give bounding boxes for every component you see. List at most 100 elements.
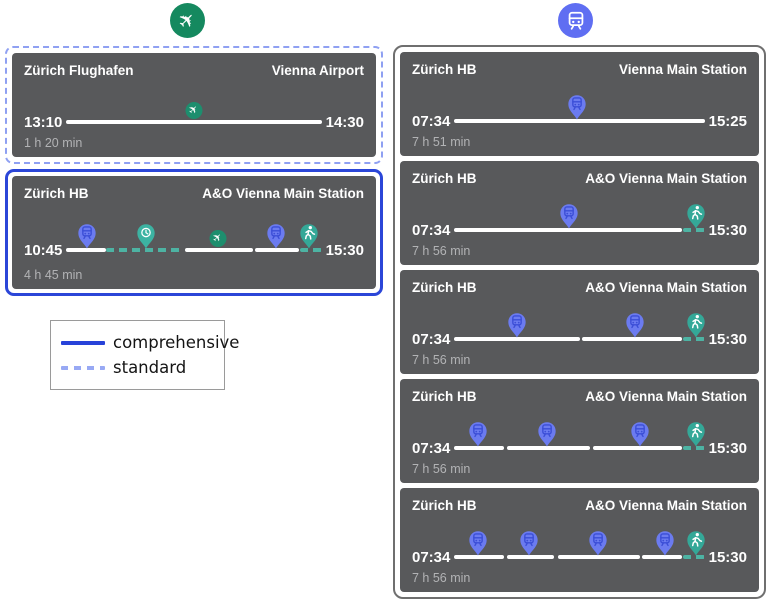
stations-row: Zürich HB A&O Vienna Main Station — [24, 186, 364, 201]
legend-label: standard — [113, 358, 187, 377]
departure-time: 07:34 — [412, 113, 451, 131]
arrival-time: 15:30 — [708, 549, 747, 567]
timeline-row: 13:10 ✈ 14:30 — [24, 90, 364, 130]
destination-station: A&O Vienna Main Station — [585, 280, 747, 295]
timeline-segment-solid — [582, 337, 683, 342]
train-pin-icon — [506, 312, 527, 338]
timeline-track: ✈ — [66, 90, 322, 125]
train-route-card[interactable]: Zürich HB A&O Vienna Main Station 07:34 … — [400, 488, 759, 592]
timeline-segment-solid — [66, 120, 322, 125]
timeline-row: 07:34 15:30 — [412, 307, 747, 347]
arrival-time: 15:30 — [325, 241, 364, 259]
flight-route-card-standard[interactable]: Zürich Flughafen Vienna Airport 13:10 ✈ … — [5, 46, 383, 164]
train-pin-icon — [519, 530, 540, 556]
train-pin-icon — [654, 530, 675, 556]
legend-solid-line-swatch — [61, 340, 105, 345]
train-pin-icon — [76, 223, 97, 249]
origin-station: Zürich HB — [412, 389, 477, 404]
stations-row: Zürich HB A&O Vienna Main Station — [412, 498, 747, 513]
plane-badge-icon: ✈ — [185, 102, 203, 120]
legend: comprehensive standard — [50, 320, 239, 390]
train-pin-icon — [624, 312, 645, 338]
train-pin-icon — [566, 94, 587, 120]
timeline-track — [454, 307, 706, 342]
departure-time: 07:34 — [412, 331, 451, 349]
timeline-track — [454, 198, 706, 233]
timeline-segment-dashed — [683, 337, 705, 342]
plane-icon: ✈ — [170, 3, 205, 38]
train-pin-icon — [536, 421, 557, 447]
stations-row: Zürich HB A&O Vienna Main Station — [412, 280, 747, 295]
train-pin-icon — [468, 530, 489, 556]
train-route-card[interactable]: Zürich HB A&O Vienna Main Station 07:34 … — [400, 270, 759, 374]
timeline-segment-solid — [593, 446, 683, 451]
timeline-segment-solid — [66, 247, 106, 252]
train-route-card[interactable]: Zürich HB A&O Vienna Main Station 07:34 … — [400, 161, 759, 265]
departure-time: 10:45 — [24, 241, 63, 259]
clock-pin-icon — [135, 223, 156, 249]
stations-row: Zürich HB Vienna Main Station — [412, 62, 747, 77]
arrival-time: 14:30 — [325, 114, 364, 132]
walk-pin-icon — [298, 223, 319, 249]
duration-label: 7 h 51 min — [412, 134, 471, 149]
flight-route-card-comprehensive[interactable]: Zürich HB A&O Vienna Main Station 10:45 … — [5, 169, 383, 296]
destination-station: A&O Vienna Main Station — [585, 389, 747, 404]
walk-pin-icon — [685, 312, 706, 338]
plane-badge-icon: ✈ — [209, 229, 227, 247]
timeline-segment-solid — [454, 337, 580, 342]
stations-row: Zürich HB A&O Vienna Main Station — [412, 171, 747, 186]
timeline-segment-solid — [506, 446, 590, 451]
timeline-segment-dashed — [299, 247, 322, 252]
train-pin-icon — [265, 223, 286, 249]
duration-label: 4 h 45 min — [24, 267, 83, 282]
train-pin-icon — [559, 203, 580, 229]
timeline-segment-solid — [454, 555, 504, 560]
duration-label: 7 h 56 min — [412, 243, 471, 258]
train-pin-icon — [629, 421, 650, 447]
arrival-time: 15:25 — [708, 113, 747, 131]
train-route-card[interactable]: Zürich HB Vienna Main Station 07:34 15:2… — [400, 52, 759, 156]
train-pin-icon — [468, 421, 489, 447]
duration-label: 7 h 56 min — [412, 352, 471, 367]
timeline-row: 07:34 15:30 — [412, 198, 747, 238]
departure-time: 13:10 — [24, 114, 63, 132]
origin-station: Zürich Flughafen — [24, 63, 134, 78]
timeline-segment-solid — [454, 228, 683, 233]
walk-pin-icon — [685, 530, 706, 556]
origin-station: Zürich HB — [412, 171, 477, 186]
stations-row: Zürich Flughafen Vienna Airport — [24, 63, 364, 78]
destination-station: A&O Vienna Main Station — [585, 171, 747, 186]
timeline-segment-solid — [558, 555, 640, 560]
departure-time: 07:34 — [412, 549, 451, 567]
walk-pin-icon — [685, 203, 706, 229]
timeline-segment-dashed — [105, 247, 183, 252]
timeline-row: 10:45 ✈ 15:30 — [24, 218, 364, 258]
legend-dashed-line-swatch — [61, 365, 105, 370]
duration-label: 7 h 56 min — [412, 570, 471, 585]
destination-station: Vienna Main Station — [618, 62, 747, 77]
timeline-segment-solid — [454, 446, 504, 451]
timeline-row: 07:34 15:30 — [412, 525, 747, 565]
train-route-card[interactable]: Zürich HB A&O Vienna Main Station 07:34 … — [400, 379, 759, 483]
walk-pin-icon — [685, 421, 706, 447]
timeline-segment-dashed — [683, 446, 705, 451]
timeline-track — [454, 89, 705, 124]
arrival-time: 15:30 — [708, 222, 747, 240]
duration-label: 1 h 20 min — [24, 135, 83, 150]
legend-item-comprehensive: comprehensive — [61, 333, 239, 352]
arrival-time: 15:30 — [708, 440, 747, 458]
timeline-segment-solid — [506, 555, 555, 560]
timeline-segment-dashed — [683, 228, 705, 233]
timeline-track — [454, 416, 706, 451]
stations-row: Zürich HB A&O Vienna Main Station — [412, 389, 747, 404]
origin-station: Zürich HB — [412, 280, 477, 295]
train-glyph — [568, 11, 583, 30]
destination-station: A&O Vienna Main Station — [585, 498, 747, 513]
timeline-segment-dashed — [683, 555, 705, 560]
timeline-segment-solid — [454, 119, 705, 124]
timeline-segment-solid — [255, 247, 299, 252]
legend-label: comprehensive — [113, 333, 240, 352]
origin-station: Zürich HB — [412, 498, 477, 513]
timeline-track: ✈ — [66, 218, 322, 252]
